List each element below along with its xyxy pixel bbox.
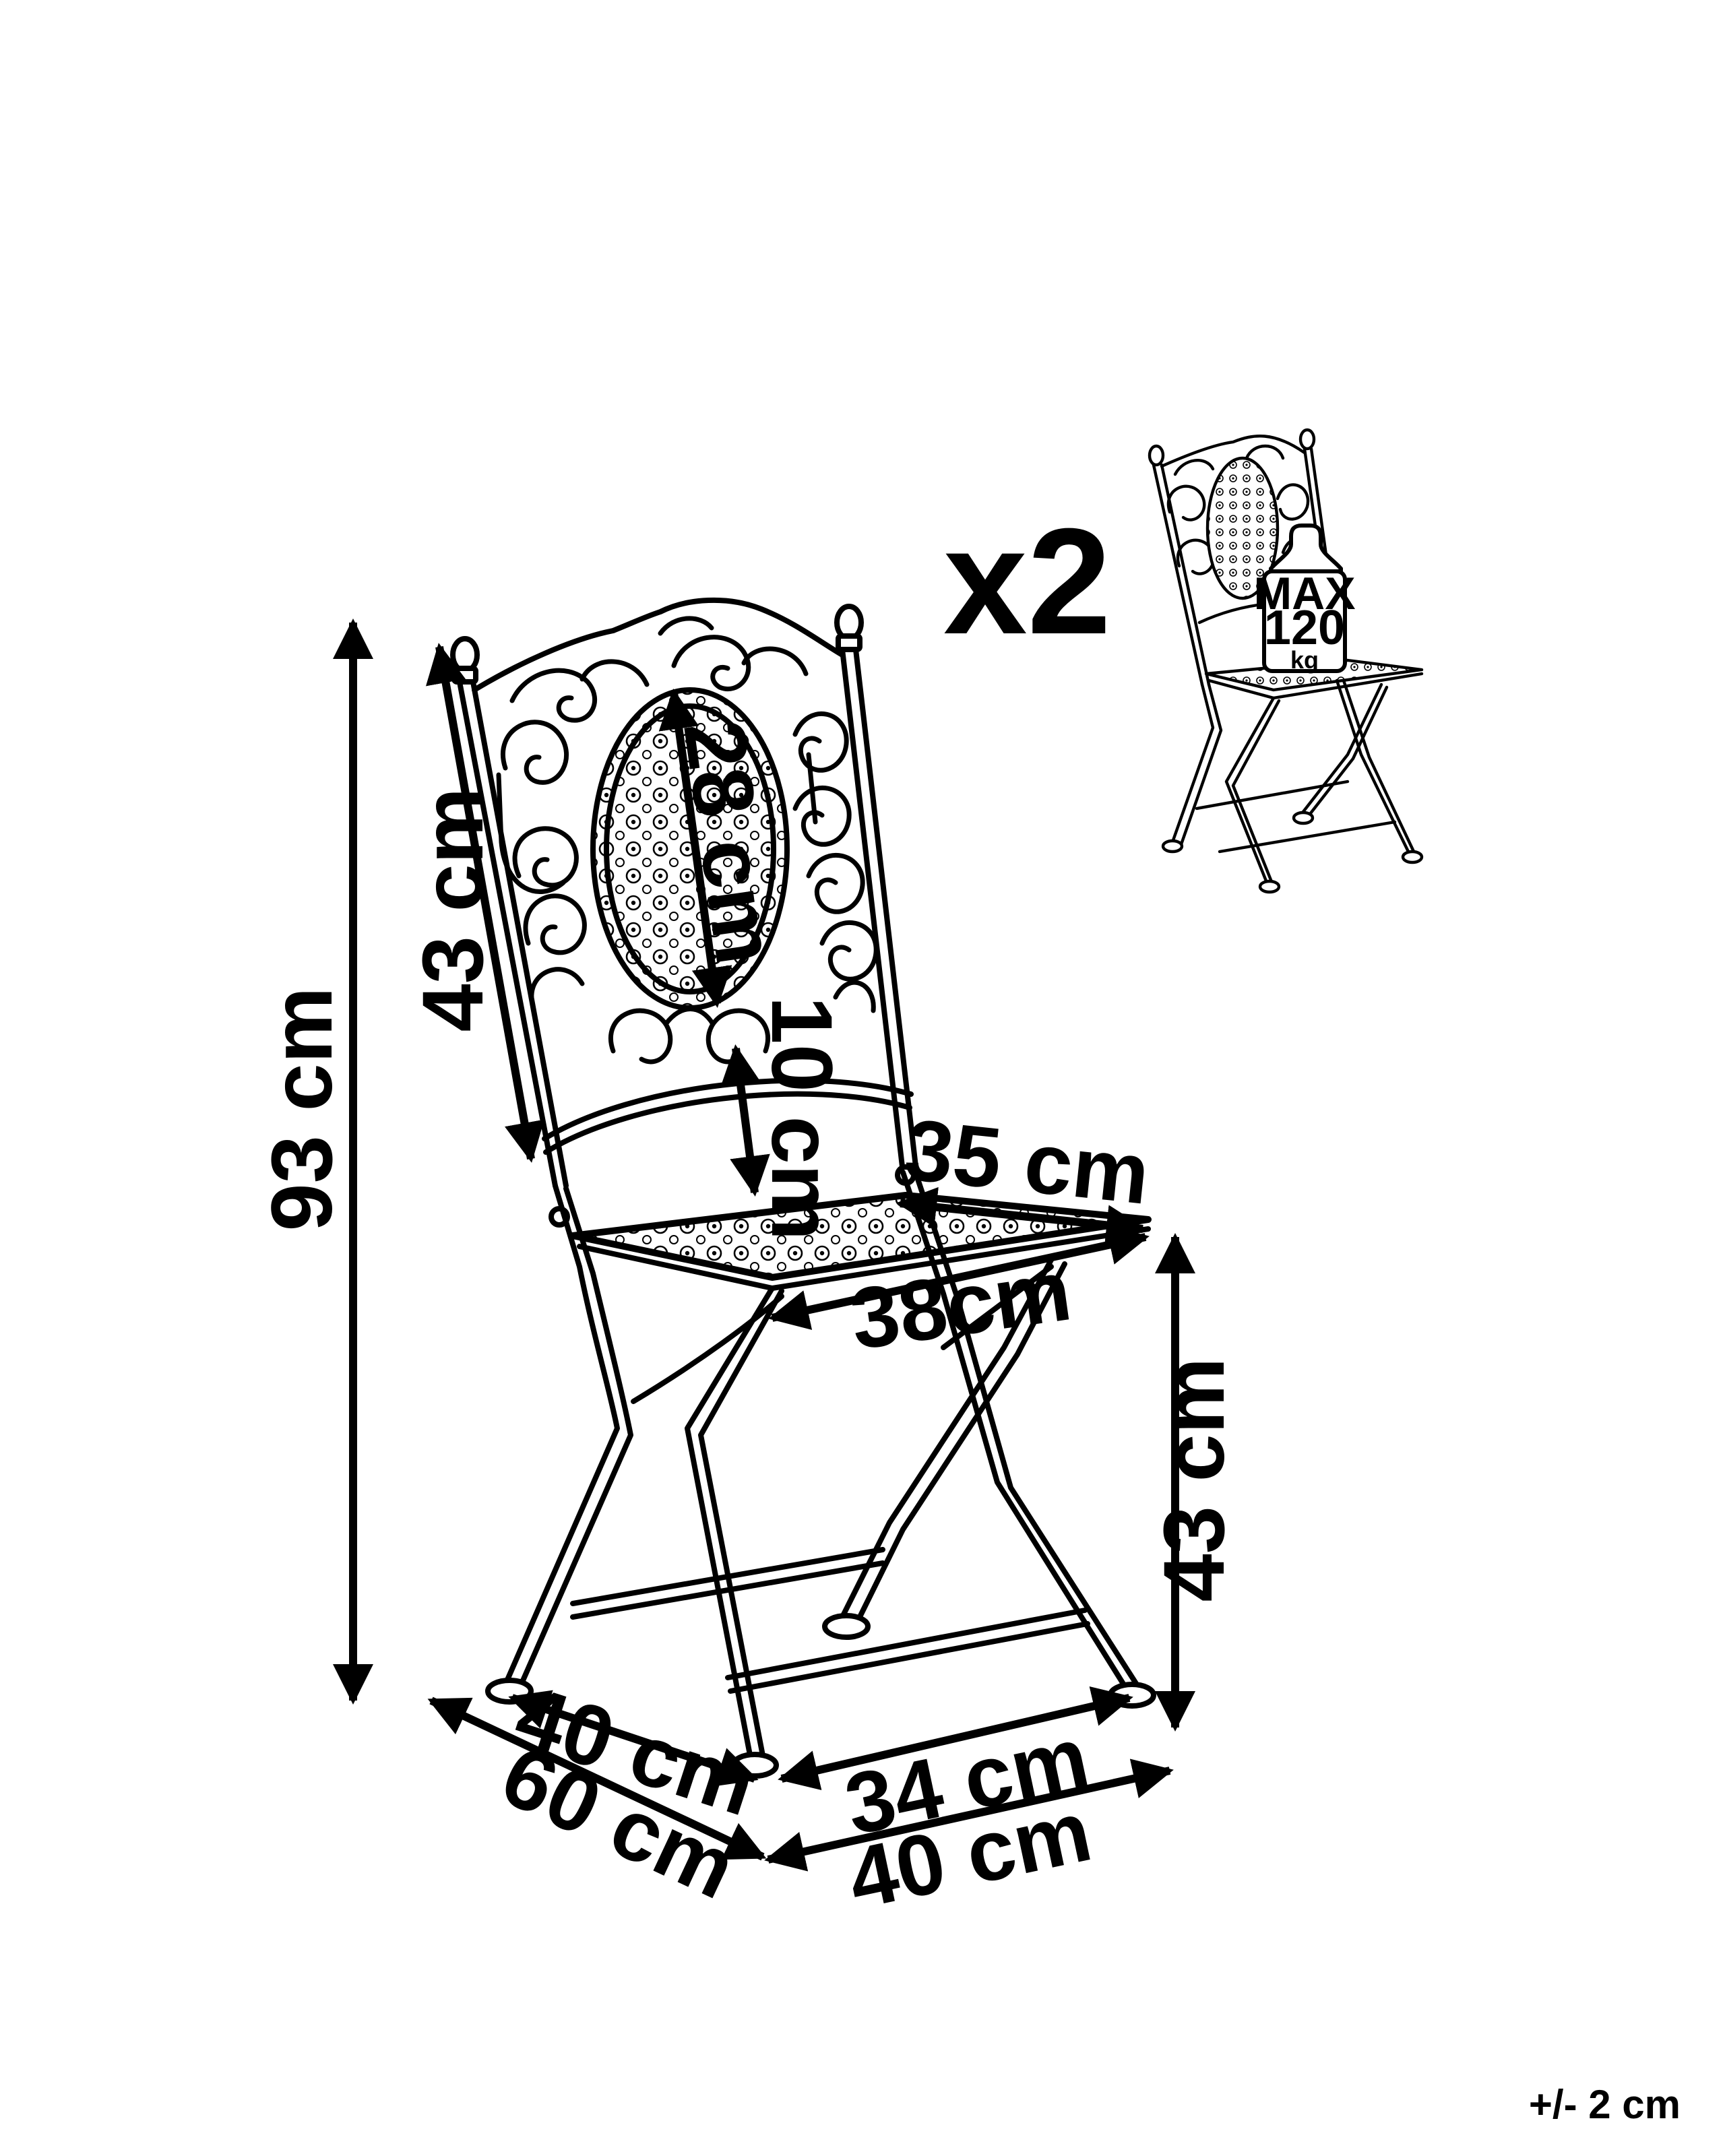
dim-backrest-height: 43 cm — [405, 788, 501, 1032]
cross-brace-a — [631, 1294, 784, 1404]
dim-line-seat-depth — [896, 1186, 1147, 1246]
dim-line-backrest-height — [425, 643, 545, 1163]
finial-right — [834, 604, 864, 652]
stretcher-front — [725, 1608, 1090, 1694]
tolerance-note: +/- 2 cm — [1529, 2082, 1681, 2127]
crest-scrolls — [509, 616, 809, 723]
max-load-label: MAX — [1253, 568, 1355, 619]
back-rail-lower-inner — [542, 1077, 914, 1141]
dimension-lines — [333, 619, 1195, 1872]
back-post-right — [840, 647, 919, 1175]
quantity-label: x2 — [943, 497, 1111, 666]
crest-rail — [472, 597, 845, 693]
dim-total-height: 93 cm — [254, 987, 350, 1232]
dim-backrest-gap: 10 cm — [753, 996, 850, 1241]
dim-line-seat-width — [768, 1225, 1150, 1330]
back-scrolls-bottom — [608, 1007, 770, 1065]
dim-line-backrest-gap — [720, 1044, 770, 1197]
front-leg-left — [685, 1286, 784, 1765]
foot-rear-right — [822, 1613, 871, 1640]
back-scrolls-right — [792, 711, 879, 1013]
finial-left — [450, 636, 480, 685]
max-load-value: 120 — [1264, 601, 1345, 655]
rear-leg-left — [503, 1183, 633, 1692]
dim-seat-height: 43 cm — [1146, 1358, 1243, 1602]
max-load-unit: kg — [1290, 646, 1319, 674]
stretcher-rear — [570, 1547, 885, 1620]
dim-line-footprint-width-outer — [764, 1758, 1174, 1872]
back-rail-lower — [543, 1091, 912, 1155]
weight-icon — [1262, 524, 1347, 673]
dim-line-backrest-panel — [658, 689, 732, 1008]
max-load-badge: MAX 120 kg — [1253, 524, 1356, 674]
dim-line-footprint-depth-outer — [427, 1697, 767, 1861]
